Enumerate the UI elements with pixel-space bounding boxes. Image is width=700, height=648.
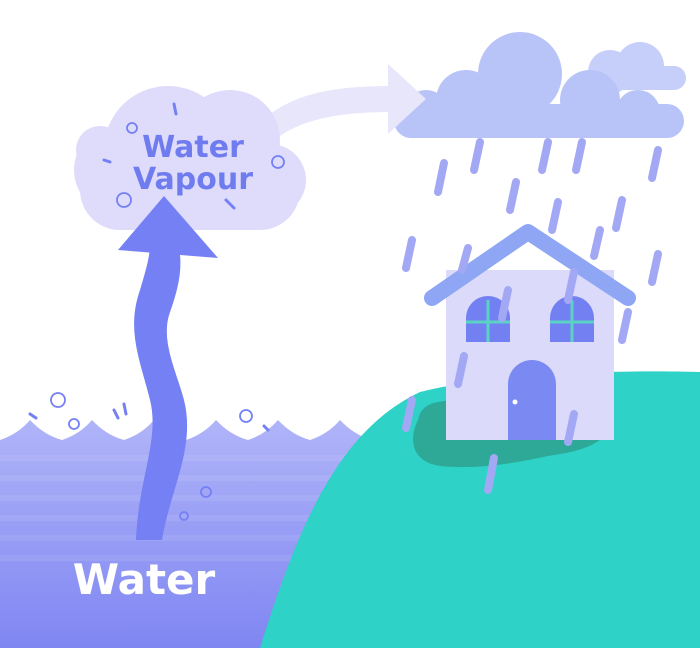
water-label: Water [73,555,216,604]
rain-cloud [394,32,686,138]
raindrop-icon [402,396,416,432]
vapour-label-line1: Water [142,130,244,165]
raindrop-icon [498,286,512,322]
raindrop-icon [402,236,416,272]
bubble-icon [68,418,80,430]
bubble-icon [116,192,132,208]
raindrop-icon [434,159,448,196]
house-icon [424,224,636,440]
house-door [508,360,556,440]
raindrop-icon [458,244,472,274]
raindrop-icon [548,198,562,234]
raindrop-icon [564,410,578,446]
vapour-splashes [102,102,236,210]
raindrop-icon [648,146,662,182]
raindrop-icon [590,226,604,260]
vapour-bubbles [116,122,285,208]
vapour-cloud [74,86,306,230]
raindrop-icon [538,138,552,174]
curved-arrow-icon [258,64,426,142]
rain [402,138,662,494]
surface-bubbles [50,392,253,521]
surface-splashes [28,402,270,432]
raindrop-icon [484,454,498,494]
raindrop-icon [612,196,626,232]
bubble-icon [271,155,285,169]
bubble-icon [239,409,253,423]
bubble-icon [126,122,138,134]
raindrop-icon [454,352,468,388]
raindrop-icon [470,138,484,174]
raindrop-icon [618,308,632,344]
raindrop-icon [564,268,578,304]
water-stripes [0,455,372,561]
raindrop-icon [572,138,586,174]
raindrop-icon [648,250,662,286]
raindrop-icon [506,178,520,214]
vapour-label-line2: Vapour [133,162,253,197]
bubble-icon [50,392,66,408]
bubble-icon [200,486,212,498]
bubble-icon [179,511,189,521]
up-arrow-icon [118,196,218,540]
